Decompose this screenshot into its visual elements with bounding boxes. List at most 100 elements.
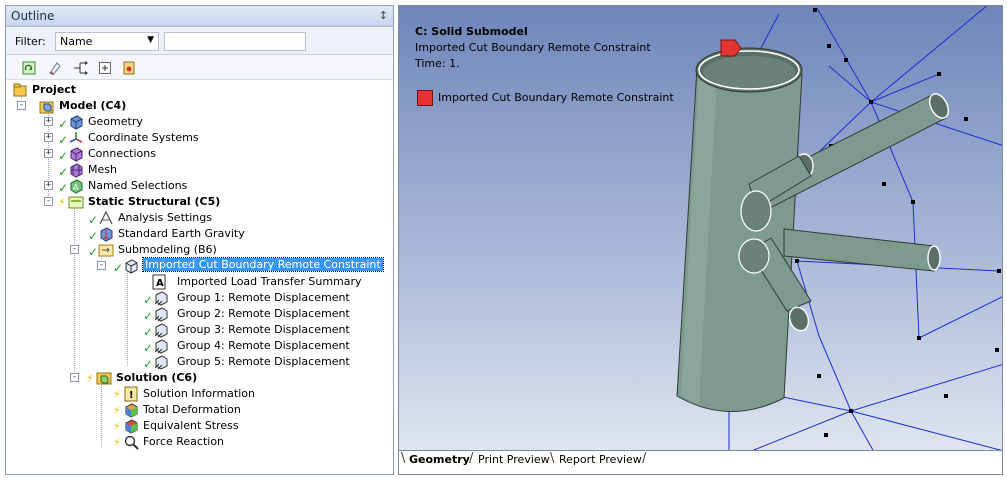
bolt-icon: ⚡ [58,196,66,209]
viewport-info: C: Solid Submodel Imported Cut Boundary … [415,24,651,72]
collapse-icon[interactable]: - [70,372,79,382]
model-icon [39,98,55,114]
model-graphics [676,6,1002,450]
check-icon: ✓ [143,325,154,339]
remote-constraint-icon [123,258,139,274]
tab-divider: \ [401,451,406,466]
tree-label-coordinate-systems: Coordinate Systems [88,131,199,144]
named-selections-icon: A [68,178,84,194]
viewport-subtitle: Imported Cut Boundary Remote Constraint [415,41,651,54]
object-icon[interactable] [120,59,137,76]
filter-type-select[interactable]: Name ▼ [55,32,159,51]
remote-displacement-icon [153,338,169,354]
tree-label-static-structural: Static Structural (C5) [88,195,221,208]
expand-icon[interactable] [96,59,113,76]
tree-label-group-1: Group 1: Remote Displacement [177,291,350,304]
filter-type-value: Name [60,35,93,48]
check-icon: ✓ [58,181,69,195]
remote-displacement-icon [153,354,169,370]
graphics-viewport[interactable]: C: Solid Submodel Imported Cut Boundary … [398,5,1003,451]
geometry-icon [68,114,84,130]
check-icon: ✓ [143,309,154,323]
tree-label-imported-cut-boundary: Imported Cut Boundary Remote Constraint [142,257,384,272]
bolt-icon: ⚡ [113,420,121,433]
collapse-icon[interactable]: - [17,100,26,110]
solution-icon [96,370,112,386]
info-icon: ! [123,386,139,402]
outline-titlebar: Outline ↕ [6,6,393,27]
tree-label-solution: Solution (C6) [116,371,198,384]
tree-label-geometry: Geometry [88,115,143,128]
analysis-settings-icon [98,210,114,226]
tree-label-group-5: Group 5: Remote Displacement [177,355,350,368]
tree-label-submodeling: Submodeling (B6) [118,243,217,256]
check-icon: ✓ [143,293,154,307]
tab-report-preview[interactable]: Report Preview [559,453,642,466]
tab-geometry[interactable]: Geometry [409,453,470,466]
tab-divider: \ [550,451,555,466]
remote-displacement-icon [153,290,169,306]
document-icon[interactable] [46,59,63,76]
tree-label-model: Model (C4) [59,99,127,112]
coordinate-systems-icon [68,130,84,146]
check-icon: ✓ [58,133,69,147]
bolt-icon: ⚡ [113,436,121,449]
collapse-icon[interactable]: - [97,260,106,270]
tree-label-mesh: Mesh [88,163,117,176]
check-icon: ✓ [113,261,124,275]
result-contour-icon [123,402,139,418]
tree-label-standard-earth-gravity: Standard Earth Gravity [118,227,245,240]
tree-label-group-2: Group 2: Remote Displacement [177,307,350,320]
project-icon [12,82,28,98]
tab-divider: / [469,451,474,466]
check-icon: ✓ [88,213,99,227]
check-icon: ✓ [58,165,69,179]
summary-icon: A [151,274,167,290]
submodeling-icon [98,242,114,258]
expand-icon[interactable]: + [44,148,53,158]
collapse-icon[interactable]: - [44,196,53,206]
expand-icon[interactable]: + [44,116,53,126]
tree-label-named-selections: Named Selections [88,179,188,192]
remote-displacement-icon [153,322,169,338]
branch-icon[interactable] [72,59,89,76]
pin-icon[interactable]: ↕ [378,9,388,22]
bolt-icon: ⚡ [86,372,94,385]
expand-icon[interactable]: + [44,180,53,190]
collapse-icon[interactable]: - [70,244,79,254]
view-tab-bar: \ Geometry / Print Preview \ Report Prev… [398,451,1003,475]
refresh-icon[interactable] [20,59,37,76]
viewport-title: C: Solid Submodel [415,25,528,38]
check-icon: ✓ [58,117,69,131]
filter-input[interactable] [164,32,306,51]
check-icon: ✓ [143,357,154,371]
remote-point-marker[interactable] [720,39,742,57]
analysis-icon [68,194,84,210]
tree-toolbar [6,55,393,80]
filter-label: Filter: [15,35,46,48]
outline-panel: Outline ↕ Filter: Name ▼ [5,5,394,475]
bolt-icon: ⚡ [113,388,121,401]
bolt-icon: ⚡ [113,404,121,417]
check-icon: ✓ [88,245,99,259]
expand-icon[interactable]: + [44,132,53,142]
remote-displacement-icon [153,306,169,322]
mesh-icon [68,162,84,178]
viewport-time: Time: 1. [415,57,460,70]
filter-row: Filter: Name ▼ [6,28,393,55]
check-icon: ✓ [88,229,99,243]
remote-connector-lines [728,6,1002,450]
gravity-icon [98,226,114,242]
tree-label-equivalent-stress: Equivalent Stress [143,419,239,432]
tree-label-analysis-settings: Analysis Settings [118,211,212,224]
svg-text:!: ! [129,390,134,401]
tree-label-project: Project [32,83,77,96]
connections-icon [68,146,84,162]
svg-text:A: A [156,278,164,289]
tree-label-total-deformation: Total Deformation [143,403,241,416]
tab-divider: / [642,451,647,466]
tree-label-force-reaction: Force Reaction [143,435,225,448]
check-icon: ✓ [58,149,69,163]
tab-print-preview[interactable]: Print Preview [478,453,550,466]
probe-icon [123,434,139,450]
